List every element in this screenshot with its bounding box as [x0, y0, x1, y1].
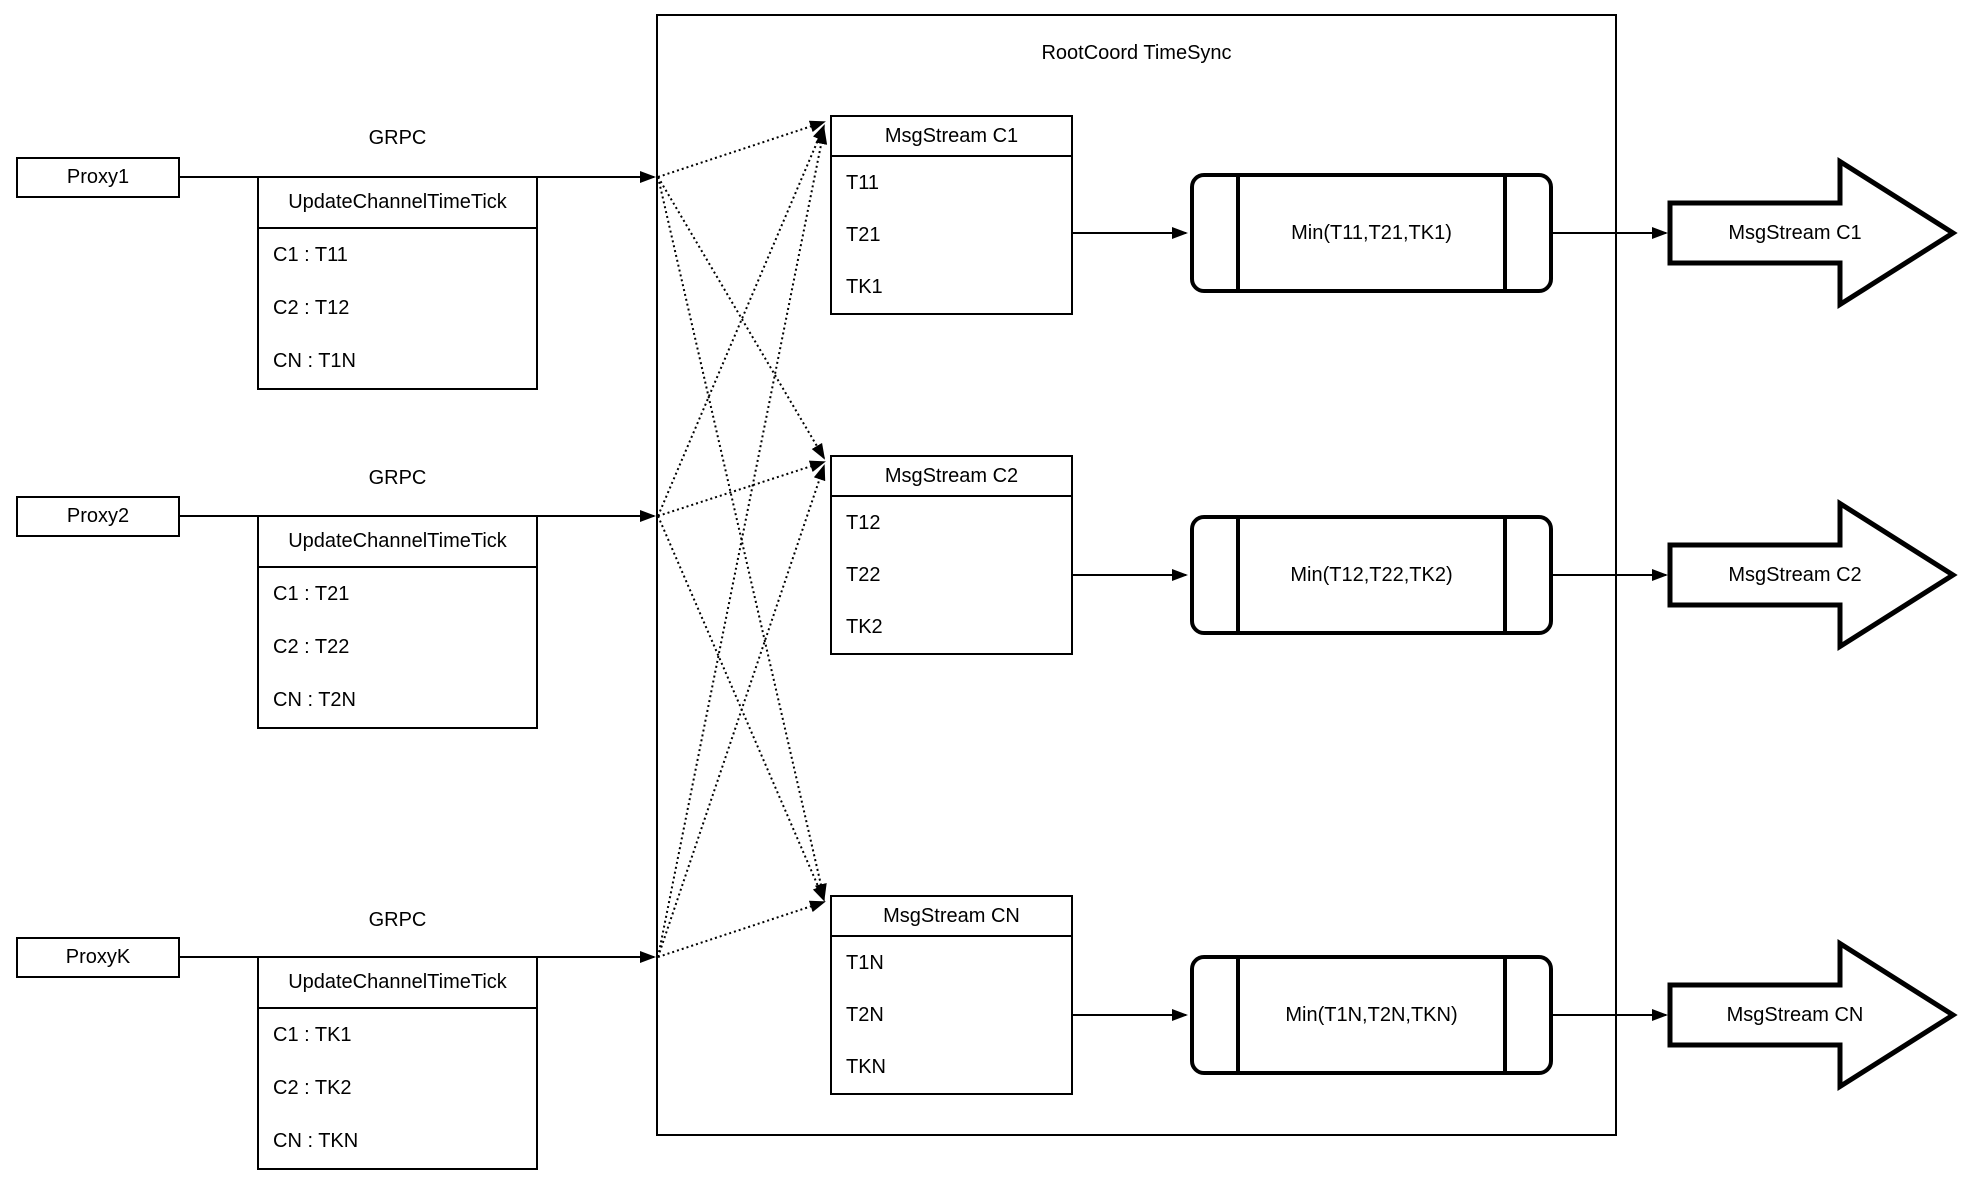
table-row: T12 [846, 512, 881, 534]
output-arrow-label-c1: MsgStream C1 [1728, 222, 1862, 244]
proxyk-label: ProxyK [65, 946, 131, 968]
table-row: C1 : T11 [273, 244, 348, 266]
proxyk-table-header: UpdateChannelTimeTick [259, 958, 536, 1009]
proxyk-timetick-table: UpdateChannelTimeTick C1 : TK1 C2 : TK2 … [257, 956, 538, 1170]
table-row: T22 [846, 564, 881, 586]
table-row: TK1 [846, 276, 883, 298]
proxy1-box: Proxy1 [16, 157, 180, 198]
min-reducer-cn: Min(T1N,T2N,TKN) [1190, 955, 1553, 1075]
proxy2-timetick-table: UpdateChannelTimeTick C1 : T21 C2 : T22 … [257, 515, 538, 729]
table-row: T21 [846, 224, 881, 246]
msgstream-cn-header: MsgStream CN [832, 897, 1071, 937]
proxy2-table-header: UpdateChannelTimeTick [259, 517, 536, 568]
divider [1236, 519, 1240, 631]
table-row: T1N [846, 952, 884, 974]
table-row: CN : T1N [273, 350, 356, 372]
output-arrow-shape-c2 [1667, 498, 1958, 652]
table-row: C1 : TK1 [273, 1024, 352, 1046]
min-label-c2: Min(T12,T22,TK2) [1290, 564, 1453, 586]
divider [1503, 959, 1507, 1071]
fanout-p1-c2 [657, 176, 826, 460]
min-reducer-c2: Min(T12,T22,TK2) [1190, 515, 1553, 635]
table-row: TKN [846, 1056, 886, 1078]
msgstream-c1-table: MsgStream C1 T11 T21 TK1 [830, 115, 1073, 315]
min-label-cn: Min(T1N,T2N,TKN) [1285, 1004, 1458, 1026]
output-arrow-label-c2: MsgStream C2 [1728, 564, 1862, 586]
fanout-pk-c2 [657, 464, 826, 958]
output-arrow-shape-cn [1667, 938, 1958, 1092]
proxy2-box: Proxy2 [16, 496, 180, 537]
output-arrow-shape-c1 [1667, 156, 1958, 310]
table-row: C2 : TK2 [273, 1077, 352, 1099]
divider [1236, 959, 1240, 1071]
table-row: CN : TKN [273, 1130, 359, 1152]
table-row: C2 : T22 [273, 636, 350, 658]
table-row: C1 : T21 [273, 583, 350, 605]
msgstream-c2-table: MsgStream C2 T12 T22 TK2 [830, 455, 1073, 655]
grpc-label-2: GRPC [368, 467, 427, 489]
fanout-pk-c1 [657, 128, 828, 958]
rootcoord-timesync-title: RootCoord TimeSync [1041, 42, 1232, 64]
grpc-label-3: GRPC [368, 909, 427, 931]
divider [1236, 177, 1240, 289]
fanout-p1-c1 [657, 120, 826, 178]
min-reducer-c1: Min(T11,T21,TK1) [1190, 173, 1553, 293]
output-arrow-label-cn: MsgStream CN [1726, 1004, 1864, 1026]
msgstream-c1-header: MsgStream C1 [832, 117, 1071, 157]
table-row: CN : T2N [273, 689, 356, 711]
min-label-c1: Min(T11,T21,TK1) [1291, 222, 1452, 244]
fanout-p1-cn [657, 176, 827, 900]
fanout-pk-cn [657, 900, 826, 958]
proxy1-table-header: UpdateChannelTimeTick [259, 178, 536, 229]
table-row: T11 [846, 172, 879, 194]
proxy2-label: Proxy2 [66, 505, 130, 527]
proxy1-label: Proxy1 [66, 166, 130, 188]
proxy1-timetick-table: UpdateChannelTimeTick C1 : T11 C2 : T12 … [257, 176, 538, 390]
fanout-p2-c1 [657, 124, 825, 517]
msgstream-cn-table: MsgStream CN T1N T2N TKN [830, 895, 1073, 1095]
grpc-label-1: GRPC [368, 127, 427, 149]
divider [1503, 177, 1507, 289]
table-row: T2N [846, 1004, 884, 1026]
proxyk-box: ProxyK [16, 937, 180, 978]
table-row: TK2 [846, 616, 883, 638]
rootcoord-timesync-box: RootCoord TimeSync [656, 14, 1617, 1136]
fanout-p2-c2 [657, 460, 826, 517]
msgstream-c2-header: MsgStream C2 [832, 457, 1071, 497]
table-row: C2 : T12 [273, 297, 350, 319]
divider [1503, 519, 1507, 631]
